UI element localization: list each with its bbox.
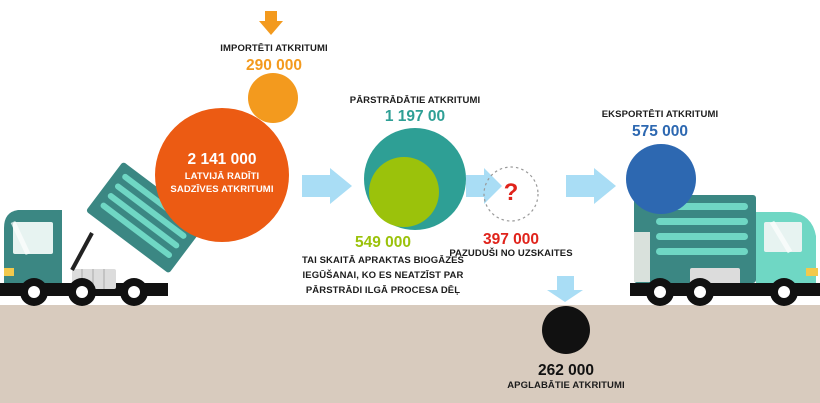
exported-value: 575 000: [631, 123, 689, 140]
exported-circle: [626, 144, 696, 214]
generated-circle: [155, 108, 289, 242]
generated-label-line2: SADZĪVES ATKRITUMI: [170, 184, 274, 195]
exported-label: EKSPORTĒTI ATKRITUMI: [601, 109, 719, 120]
arrow-to-missing: [466, 168, 502, 204]
landfilled-label: APGLABĀTIE ATKRITUMI: [507, 380, 625, 391]
ground: [0, 305, 820, 403]
biogas-text-line1: TAI SKAITĀ APRAKTAS BIOGĀZES: [301, 255, 464, 266]
arrow-to-processed: [302, 168, 352, 204]
processed-value: 1 197 00: [384, 108, 446, 125]
landfilled-circle: [542, 306, 590, 354]
imported-circle: [248, 73, 298, 123]
imported-value: 290 000: [245, 57, 303, 74]
question-mark-icon: ?: [503, 179, 519, 206]
arrow-to-exported: [566, 168, 616, 204]
missing-circle: [483, 166, 539, 222]
missing-label: PAZUDUŠI NO UZSKAITES: [449, 248, 573, 259]
biogas-text-line2: IEGŪŠANAI, KO ES NEATZĪST PAR: [302, 270, 464, 281]
biogas-value: 549 000: [354, 234, 412, 251]
import-arrow: [259, 11, 283, 35]
arrow-to-landfill: [547, 276, 583, 302]
landfilled-value: 262 000: [537, 362, 595, 379]
missing-value: 397 000: [482, 231, 540, 248]
biogas-circle: [369, 157, 439, 227]
generated-label-line1: LATVIJĀ RADĪTI: [184, 171, 260, 182]
biogas-text-line3: PĀRSTRĀDI ILGĀ PROCESA DĒĻ: [305, 285, 461, 296]
generated-value: 2 141 000: [187, 151, 257, 168]
garbage-truck: [630, 195, 820, 306]
processed-label: PĀRSTRĀDĀTIE ATKRITUMI: [349, 95, 481, 106]
imported-label: IMPORTĒTI ATKRITUMI: [220, 43, 328, 54]
